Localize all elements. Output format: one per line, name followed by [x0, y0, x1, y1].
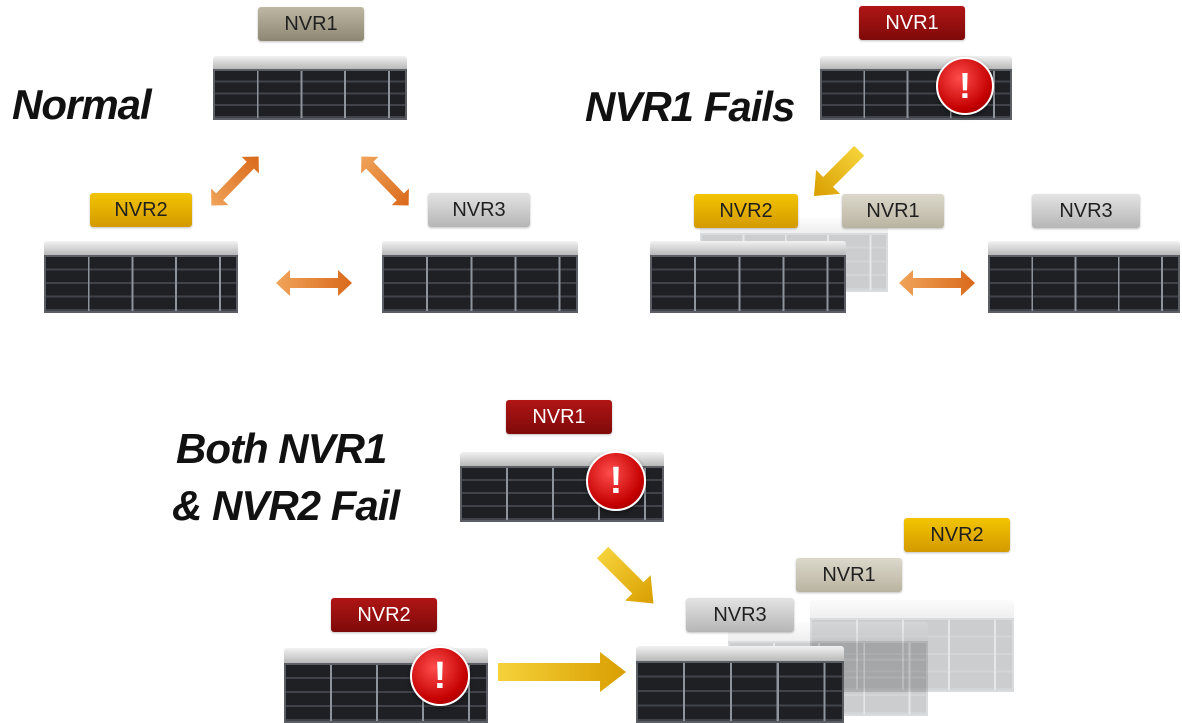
nvr2-active-label: NVR2: [694, 194, 798, 228]
nvr2-takeover-label: NVR2: [904, 518, 1010, 552]
scenario-title-nvr1-fails: NVR1 Fails: [585, 83, 795, 130]
scenario-title-both-fail-line1: Both NVR1: [176, 425, 387, 472]
nvr3-server: [382, 241, 578, 313]
failed-nvr1-label: NVR1: [859, 6, 965, 40]
nvr2-server: [44, 241, 238, 313]
nvr3-label-2: NVR3: [1032, 194, 1140, 228]
nvr3-active-server: [636, 646, 844, 723]
failed-nvr2-label: NVR2: [331, 598, 437, 632]
scenario-title-both-fail-line2: & NVR2 Fail: [172, 482, 400, 529]
nvr1-label: NVR1: [258, 7, 364, 41]
nvr2-label: NVR2: [90, 193, 192, 227]
arrow-nvr1-nvr2: [211, 156, 259, 206]
alert-icon: !: [410, 646, 470, 706]
nvr1-server: [213, 56, 407, 120]
failover-arrow-nvr1-to-nvr2: [813, 145, 865, 197]
nvr2-active-server: [650, 241, 846, 313]
nvr3-label: NVR3: [428, 193, 530, 227]
failover-arrow-nvr1-to-nvr3: [596, 546, 654, 604]
failed-nvr1-label-3: NVR1: [506, 400, 612, 434]
arrow-nvr2-nvr3: [276, 270, 352, 296]
nvr2-ghost-server: [810, 600, 1014, 692]
arrow-nvr1-nvr3: [361, 156, 409, 206]
nvr1-takeover-label: NVR1: [842, 194, 944, 228]
alert-icon: !: [586, 451, 646, 511]
nvr1-takeover-label-3: NVR1: [796, 558, 902, 592]
nvr3-server-2: [988, 241, 1180, 313]
failover-arrow-nvr2-to-nvr3: [498, 652, 626, 692]
arrow-nvr2-nvr3-failover: [899, 270, 975, 296]
nvr3-active-label: NVR3: [686, 598, 794, 632]
scenario-title-normal: Normal: [12, 81, 152, 128]
alert-icon: !: [936, 57, 994, 115]
